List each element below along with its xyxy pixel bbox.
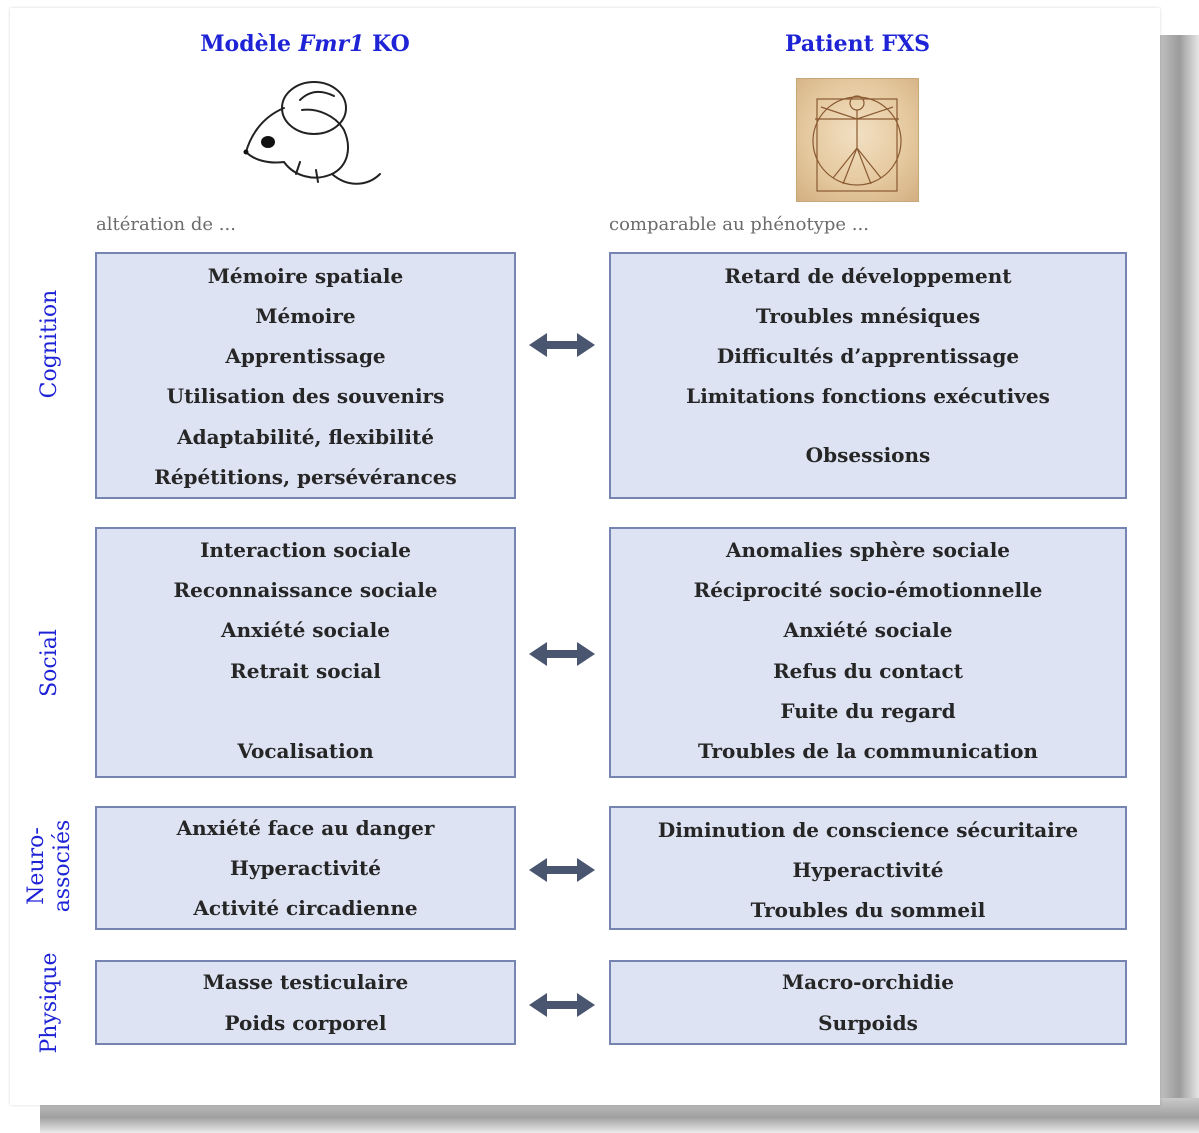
right-hint: comparable au phénotype ... bbox=[609, 214, 869, 235]
left-hint: altération de ... bbox=[96, 214, 236, 235]
left-title-suffix: KO bbox=[364, 31, 410, 57]
social-right-box: Anomalies sphère sociale Réciprocité soc… bbox=[609, 527, 1127, 778]
list-item: Masse testiculaire bbox=[202, 970, 409, 994]
list-item: Mémoire bbox=[255, 304, 356, 328]
list-item: Troubles de la communication bbox=[698, 739, 1038, 763]
frame-shadow-right bbox=[1155, 35, 1199, 1120]
list-item: Anxiété face au danger bbox=[176, 816, 435, 840]
list-item: Répétitions, persévérances bbox=[154, 465, 457, 489]
social-left-box: Interaction sociale Reconnaissance socia… bbox=[95, 527, 516, 778]
list-item: Anomalies sphère sociale bbox=[725, 538, 1011, 562]
list-item: Anxiété sociale bbox=[221, 618, 390, 642]
list-item: Limitations fonctions exécutives bbox=[686, 384, 1050, 408]
category-social: Social bbox=[37, 629, 62, 697]
list-item: Troubles du sommeil bbox=[750, 898, 986, 922]
list-item: Apprentissage bbox=[225, 344, 386, 368]
category-neuro-line1: Neuro- bbox=[24, 827, 49, 905]
list-item: Adaptabilité, flexibilité bbox=[177, 425, 434, 449]
list-item: Retard de développement bbox=[724, 264, 1012, 288]
physique-right-box: Macro-orchidie Surpoids bbox=[609, 960, 1127, 1045]
vitruvian-man-icon bbox=[796, 78, 919, 202]
category-physique: Physique bbox=[37, 952, 62, 1054]
list-item: Mémoire spatiale bbox=[207, 264, 404, 288]
list-item: Refus du contact bbox=[773, 659, 963, 683]
list-item: Vocalisation bbox=[237, 739, 374, 763]
list-item: Obsessions bbox=[805, 443, 931, 467]
neuro-right-box: Diminution de conscience sécuritaire Hyp… bbox=[609, 806, 1127, 930]
list-item: Réciprocité socio-émotionnelle bbox=[693, 578, 1043, 602]
list-item: Diminution de conscience sécuritaire bbox=[657, 818, 1079, 842]
cognition-right-box: Retard de développement Troubles mnésiqu… bbox=[609, 252, 1127, 499]
list-item: Retrait social bbox=[230, 659, 381, 683]
list-item: Utilisation des souvenirs bbox=[166, 384, 445, 408]
category-neuro-associes: Neuro- associés bbox=[24, 820, 76, 913]
left-title-gene: Fmr1 bbox=[298, 31, 365, 57]
right-column-title: Patient FXS bbox=[784, 31, 931, 57]
category-cognition: Cognition bbox=[37, 289, 62, 399]
double-arrow-icon bbox=[529, 993, 595, 1017]
left-title-prefix: Modèle bbox=[200, 31, 299, 57]
category-neuro-line2: associés bbox=[50, 819, 75, 913]
list-item: Difficultés d’apprentissage bbox=[716, 344, 1020, 368]
physique-left-box: Masse testiculaire Poids corporel bbox=[95, 960, 516, 1045]
double-arrow-icon bbox=[529, 858, 595, 882]
double-arrow-icon bbox=[529, 333, 595, 357]
list-item: Interaction sociale bbox=[200, 538, 411, 562]
list-item: Reconnaissance sociale bbox=[173, 578, 438, 602]
list-item: Anxiété sociale bbox=[783, 618, 953, 642]
list-item: Hyperactivité bbox=[792, 858, 944, 882]
double-arrow-icon bbox=[529, 642, 595, 666]
left-column-title: Modèle Fmr1 KO bbox=[150, 31, 460, 57]
cognition-left-box: Mémoire spatiale Mémoire Apprentissage U… bbox=[95, 252, 516, 499]
neuro-left-box: Anxiété face au danger Hyperactivité Act… bbox=[95, 806, 516, 930]
list-item: Hyperactivité bbox=[230, 856, 381, 880]
list-item: Poids corporel bbox=[224, 1011, 387, 1035]
list-item: Surpoids bbox=[818, 1011, 918, 1035]
list-item: Troubles mnésiques bbox=[755, 304, 981, 328]
list-item: Activité circadienne bbox=[193, 896, 418, 920]
list-item: Macro-orchidie bbox=[782, 970, 954, 994]
list-item: Fuite du regard bbox=[780, 699, 956, 723]
mouse-icon bbox=[243, 81, 381, 185]
